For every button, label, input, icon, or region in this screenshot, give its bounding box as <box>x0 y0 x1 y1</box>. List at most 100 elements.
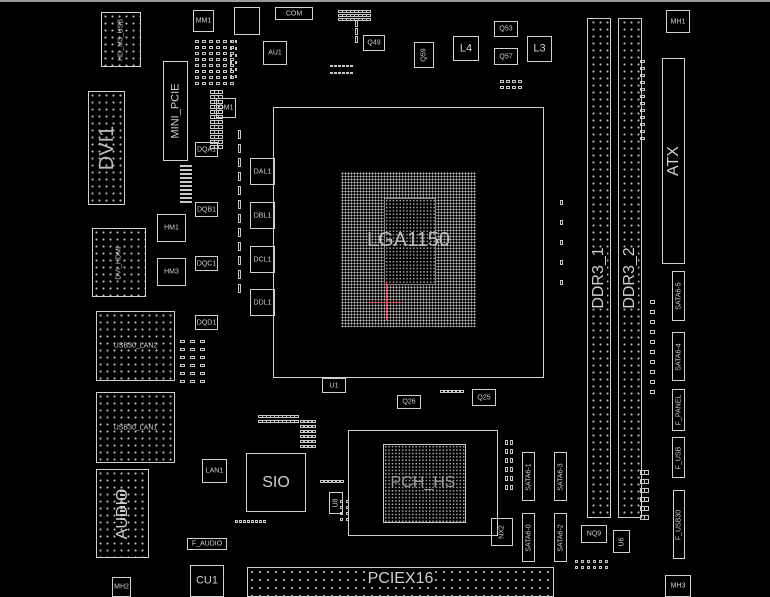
passive-part <box>120 518 125 520</box>
u6[interactable]: U6 <box>613 530 630 553</box>
passive-part <box>640 109 645 112</box>
passive-part <box>200 340 205 343</box>
atx-power-connector[interactable]: ATX <box>662 58 685 264</box>
passive-part <box>644 488 649 493</box>
passive-part <box>650 330 655 334</box>
q57[interactable]: Q57 <box>494 48 518 65</box>
passive-part <box>218 110 223 114</box>
square-part[interactable] <box>234 7 260 35</box>
com-header[interactable]: COM <box>275 7 313 20</box>
passive-part <box>202 40 206 43</box>
q25[interactable]: Q25 <box>472 389 496 406</box>
audio-connector[interactable]: AUDIO <box>96 469 149 558</box>
lan1-chip[interactable]: LAN1 <box>202 459 227 483</box>
passive-part <box>505 449 508 454</box>
pciex16-slot[interactable]: PCIEX16 <box>247 567 554 597</box>
mh2[interactable]: MH2 <box>112 577 131 597</box>
passive-part <box>506 80 510 83</box>
sata6-1[interactable]: SATA6-1 <box>522 452 535 501</box>
passive-part <box>216 76 220 79</box>
q53[interactable]: Q53 <box>494 21 518 37</box>
passive-part <box>500 86 504 89</box>
l4-inductor[interactable]: L4 <box>453 36 479 61</box>
nx2[interactable]: NX2 <box>491 518 513 546</box>
passive-part <box>190 340 195 343</box>
passive-part <box>650 310 655 314</box>
passive-part <box>238 144 241 153</box>
mh3[interactable]: MH3 <box>665 575 691 597</box>
dcl1[interactable]: DCL1 <box>250 246 275 273</box>
sio-chip[interactable]: SIO <box>246 453 306 512</box>
passive-part <box>640 81 645 84</box>
ddr3-1-slot[interactable]: DDR3_1 <box>587 18 611 518</box>
component-label: Q49 <box>367 39 381 47</box>
passive-part <box>195 40 199 43</box>
q59[interactable]: Q59 <box>414 42 434 68</box>
passive-part <box>560 200 563 205</box>
passive-part <box>324 480 328 483</box>
sata6-5[interactable]: SATA6-5 <box>672 271 685 321</box>
dqc1[interactable]: DQC1 <box>195 256 218 271</box>
passive-part <box>644 479 649 484</box>
usb30-lan1-connector[interactable]: USB30_LAN1 <box>96 392 175 463</box>
hd-usb-header[interactable]: HD_M3_USB <box>101 12 141 67</box>
sata6-3[interactable]: SATA6-3 <box>554 452 567 501</box>
passive-part <box>640 67 645 70</box>
l3-inductor[interactable]: L3 <box>527 36 552 62</box>
f-panel-header[interactable]: F_PANEL <box>672 389 685 431</box>
hm1[interactable]: HM1 <box>157 214 186 242</box>
passive-part <box>320 480 324 483</box>
usb30-lan2-connector[interactable]: USB30_LAN2 <box>96 311 175 381</box>
f-usb30-header[interactable]: F_USB30 <box>673 490 685 559</box>
passive-part <box>650 390 655 394</box>
dal1[interactable]: DAL1 <box>250 158 275 185</box>
passive-part <box>340 506 343 509</box>
cu1[interactable]: CU1 <box>190 565 224 597</box>
sata6-0[interactable]: SATA6-0 <box>522 513 535 562</box>
u8[interactable]: U8 <box>329 492 343 514</box>
dvi-connector[interactable]: DVI1 <box>88 91 125 205</box>
nq9[interactable]: NQ9 <box>581 525 607 543</box>
passive-part <box>640 130 645 133</box>
component-label: LAN1 <box>205 467 224 475</box>
passive-part <box>209 52 213 55</box>
dqb1[interactable]: DQB1 <box>195 202 218 217</box>
dbl1[interactable]: DBL1 <box>250 202 275 229</box>
sata6-2[interactable]: SATA6-2 <box>554 513 567 562</box>
passive-part <box>644 497 649 502</box>
passive-part <box>185 165 192 167</box>
ddr3-2-slot[interactable]: DDR3_2 <box>618 18 642 518</box>
mini-pcie-slot[interactable]: MINI_PCIE <box>163 61 188 161</box>
pch-chip[interactable] <box>383 444 466 523</box>
component-label: DQA1 <box>196 146 217 153</box>
f-audio-header[interactable]: F_AUDIO <box>187 538 227 550</box>
passive-part <box>230 47 232 50</box>
passive-part <box>230 75 232 78</box>
ddl1[interactable]: DDL1 <box>250 289 275 316</box>
dqa1[interactable]: DQA1 <box>195 142 218 157</box>
passive-part <box>650 340 655 344</box>
passive-part <box>200 364 205 367</box>
q49[interactable]: Q49 <box>363 35 385 51</box>
passive-part <box>510 440 513 445</box>
mm1[interactable]: MM1 <box>193 10 214 32</box>
passive-part <box>200 348 205 351</box>
passive-part <box>185 197 192 199</box>
sata6-4[interactable]: SATA6-4 <box>672 332 685 381</box>
passive-part <box>300 420 304 423</box>
dqd1[interactable]: DQD1 <box>195 315 218 330</box>
passive-part <box>223 40 227 43</box>
q26[interactable]: Q26 <box>397 395 421 409</box>
cpu-socket[interactable]: LGA1150 <box>273 107 544 378</box>
f-usb-header[interactable]: F_USB <box>672 437 685 478</box>
mh1[interactable]: MH1 <box>666 10 690 33</box>
hdmi-connector[interactable]: DVI_HDMI <box>92 228 146 297</box>
passive-part <box>308 430 312 433</box>
passive-part <box>340 512 343 515</box>
u1[interactable]: U1 <box>322 378 346 393</box>
component-label: DQD1 <box>196 319 217 326</box>
passive-part <box>238 270 241 279</box>
component-label: DDR3_1 <box>590 247 607 309</box>
au1[interactable]: AU1 <box>263 41 287 65</box>
hm3[interactable]: HM3 <box>157 258 186 286</box>
